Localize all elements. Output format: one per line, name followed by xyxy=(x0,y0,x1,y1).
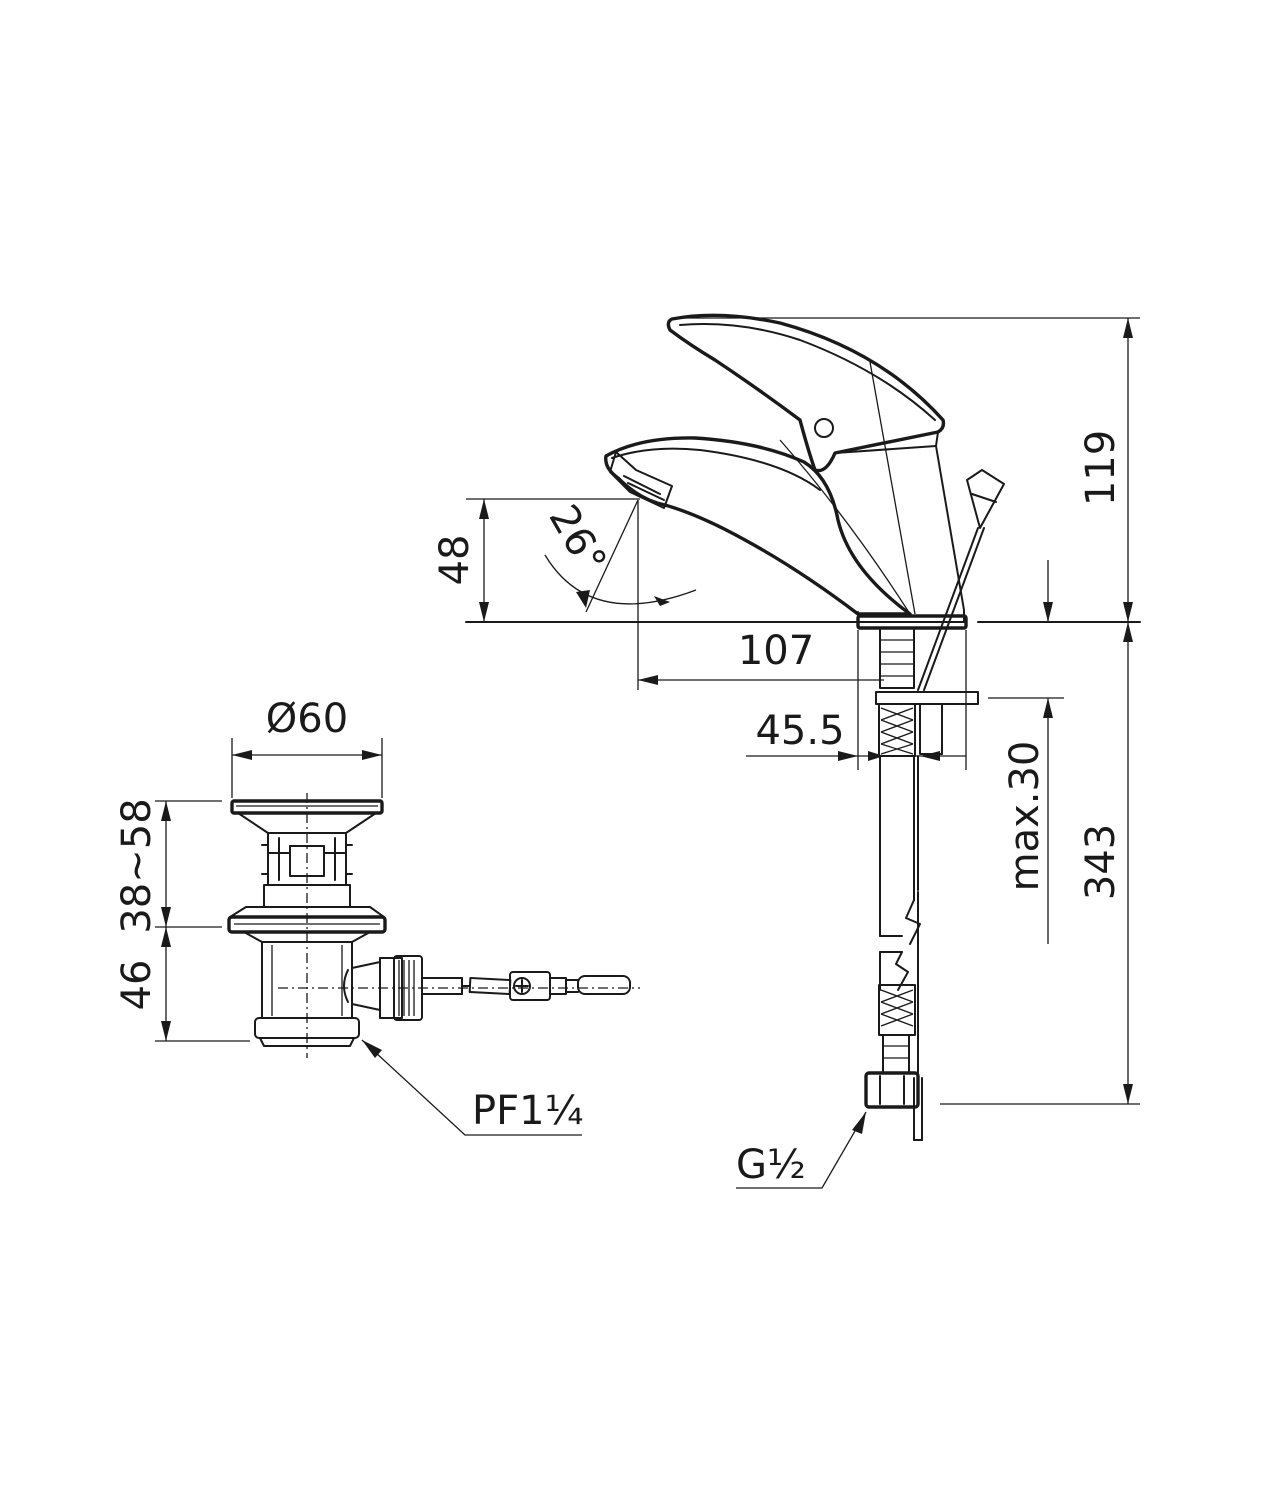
label-drain-thread: PF1¼ xyxy=(472,1088,583,1134)
drain-assembly xyxy=(227,793,640,1058)
label-spout-angle: 26° xyxy=(540,497,615,581)
label-inlet-thread: G½ xyxy=(736,1142,806,1188)
label-hose-length: 343 xyxy=(1078,824,1124,900)
label-spout-height: 48 xyxy=(432,535,478,586)
faucet-body xyxy=(465,313,1141,1141)
label-counter-thickness: max.30 xyxy=(1002,741,1048,892)
label-diameter: Ø60 xyxy=(266,696,348,742)
label-handle-height: 119 xyxy=(1078,430,1124,506)
faucet-dimensions xyxy=(466,317,1140,1189)
drain-dimensions xyxy=(155,738,582,1136)
label-spout-reach: 107 xyxy=(738,628,814,674)
label-drain-height-adjust: 38~58 xyxy=(114,798,160,933)
label-drain-body-height: 46 xyxy=(114,960,160,1011)
label-shank-offset: 45.5 xyxy=(755,708,844,754)
